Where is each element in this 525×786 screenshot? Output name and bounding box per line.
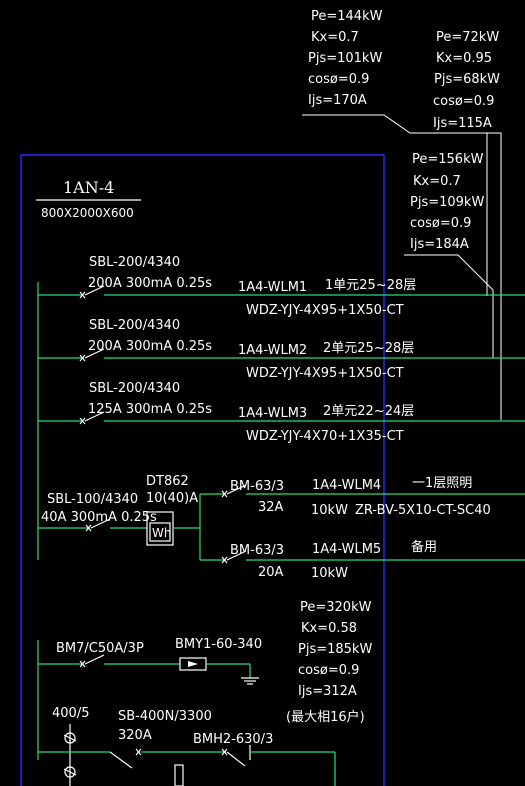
circuit-desc: 1单元25~28层 [325,278,416,293]
breaker-rating: 200A 300mA 0.25s [88,339,212,354]
sub-breaker-amps: 32A [258,500,284,515]
load-kx: Kx=0.95 [436,51,492,66]
load-ijs: Ijs=312A [298,684,357,699]
cable-spec: WDZ-YJY-4X95+1X50-CT [246,303,404,318]
circuit-desc: 2单元22~24层 [323,404,414,419]
load-kx: Kx=0.7 [413,174,461,189]
load-pjs: Pjs=101kW [308,51,382,66]
meter-face [149,522,171,542]
main-switch-blade [109,751,133,769]
load-cos: cosø=0.9 [298,663,359,678]
switch-blade [84,411,105,422]
sub-breaker-model: BM-63/3 [230,543,284,558]
ct-coil-icon [64,766,76,778]
sub-power: 10kW [311,566,348,581]
breaker-model: SBL-200/4340 [89,255,180,270]
breaker-model: SBL-200/4340 [89,318,180,333]
load-ijs: Ijs=170A [308,93,367,108]
cable-spec: WDZ-YJY-4X95+1X50-CT [246,366,404,381]
switch-blade [84,348,105,359]
circuit-1: SBL-200/4340 200A 300mA 0.25s 1A4-WLM1 1… [38,255,525,318]
leader-lines [302,114,502,420]
circuit-3: SBL-200/4340 125A 300mA 0.25s 1A4-WLM3 2… [38,381,525,444]
load-ijs: Ijs=115A [433,116,492,131]
sub-circuit-id: 1A4-WLM5 [312,542,381,557]
circuit-id: 1A4-WLM3 [238,406,307,421]
load-pjs: Pjs=185kW [298,642,372,657]
load-kx: Kx=0.58 [301,621,357,636]
breaker-rating: 200A 300mA 0.25s [88,276,212,291]
ct-ratio: 400/5 [52,706,89,721]
main-switch-model: BMH2-630/3 [193,732,273,747]
load-block-bottom: Pe=320kW Kx=0.58 Pjs=185kW cosø=0.9 Ijs=… [286,600,372,725]
meter-model: DT862 [146,474,189,489]
sub-circuit-desc: 备用 [411,539,437,555]
surge-branch: BM7/C50A/3P BMY1-60-340 [37,637,262,760]
leader-line-1 [302,114,502,420]
main-breaker-amps: 320A [118,728,152,743]
sub-circuit-id: 1A4-WLM4 [312,478,381,493]
circuit-id: 1A4-WLM1 [238,280,307,295]
sub-power: 10kW [311,503,348,518]
breaker-model: SBL-200/4340 [89,381,180,396]
load-block-top-left: Pe=144kW Kx=0.7 Pjs=101kW cosø=0.9 Ijs=1… [308,9,383,108]
sub-circuit-desc: 一1层照明 [412,476,472,491]
breaker-rating: 125A 300mA 0.25s [88,402,212,417]
panel-name: 1AN-4 [63,178,114,197]
load-pjs: Pjs=109kW [410,195,484,210]
sub-breaker-model: BM-63/3 [230,479,284,494]
load-pjs: Pjs=68kW [434,72,500,87]
panel-frame [20,154,385,786]
load-cos: cosø=0.9 [308,72,369,87]
circuit-id: 1A4-WLM2 [238,343,307,358]
busbar-terminal [174,764,184,786]
leader-line-3 [404,254,494,358]
cable-spec: WDZ-YJY-4X70+1X35-CT [246,429,404,444]
load-pe: Pe=156kW [412,152,484,167]
surge-breaker: BM7/C50A/3P [56,641,144,656]
ct-coil-icon [64,732,76,744]
load-kx: Kx=0.7 [311,30,359,45]
sub-breaker-amps: 20A [258,565,284,580]
switch-blade [84,285,105,296]
circuit-desc: 2单元25~28层 [323,341,414,356]
load-block-middle: Pe=156kW Kx=0.7 Pjs=109kW cosø=0.9 Ijs=1… [410,152,484,252]
load-pe: Pe=72kW [436,30,499,45]
meter-symbol: Wh [152,526,171,540]
load-pe: Pe=144kW [311,9,383,24]
load-cos: cosø=0.9 [410,216,471,231]
circuit-2: SBL-200/4340 200A 300mA 0.25s 1A4-WLM2 2… [38,318,525,381]
main-breaker-model: SB-400N/3300 [118,709,212,724]
meter-rating: 10(40)A [146,491,198,506]
max-phase-note: (最大相16户) [286,709,365,725]
surge-arrester: BMY1-60-340 [175,637,262,652]
isolator-blade [226,751,246,767]
load-ijs: Ijs=184A [410,237,469,252]
load-pe: Pe=320kW [300,600,372,615]
main-incoming: 400/5 SB-400N/3300 320A BMH2-630/3 [38,706,336,786]
load-block-top-right: Pe=72kW Kx=0.95 Pjs=68kW cosø=0.9 Ijs=11… [433,30,500,131]
arrester-arrow-icon [188,661,198,667]
breaker-model: SBL-100/4340 [47,492,138,507]
sub-cable: ZR-BV-5X10-CT-SC40 [355,503,491,518]
meter-branch: SBL-100/4340 40A 300mA 0.25s DT862 10(40… [38,474,525,581]
panel-size: 800X2000X600 [41,206,134,220]
switch-blade [90,518,111,529]
load-cos: cosø=0.9 [433,94,494,109]
breaker-rating: 40A 300mA 0.25s [41,510,157,525]
